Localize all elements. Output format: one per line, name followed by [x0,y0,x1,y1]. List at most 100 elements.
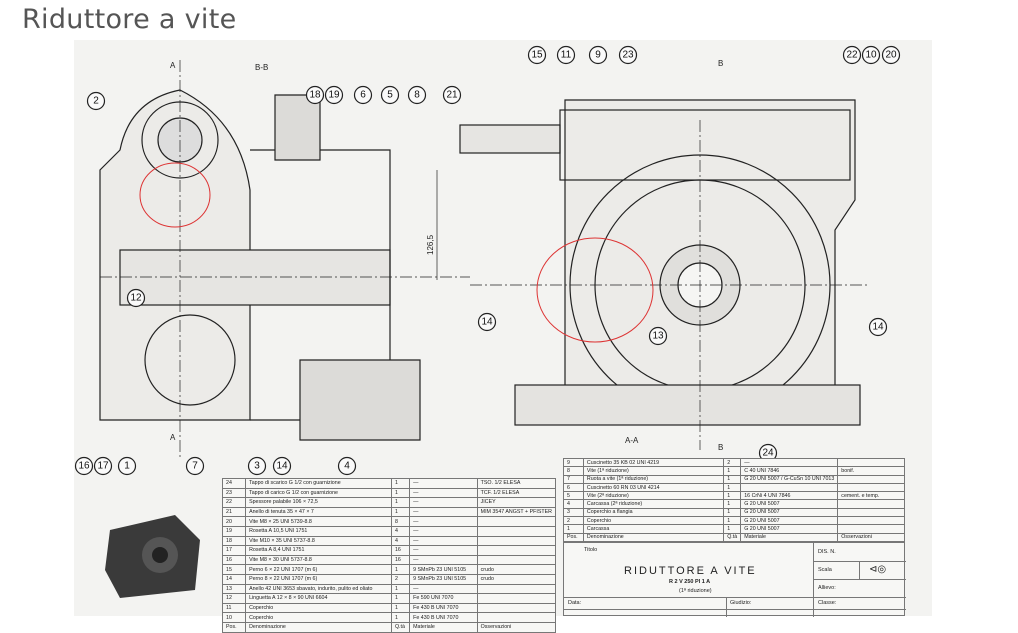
table-cell: 9 [563,457,584,468]
table-cell: crudo [476,564,557,575]
table-cell: 21 [221,506,247,518]
table-cell: Vite (1ª riduzione) [582,466,725,476]
table-cell: 6 [563,482,584,493]
table-cell: crudo [476,573,557,585]
table-cell: 1 [390,478,411,489]
label-a-top: A [170,61,176,70]
table-cell [837,524,905,534]
table-cell: Tappo di carico G 1/2 con guarnizione [245,487,392,499]
callout-balloon: 3 [247,456,267,476]
table-cell: Q.tà [390,621,411,633]
table-cell: 14 [221,573,247,585]
giudizio-label: Giudizio: [730,600,752,606]
table-cell: 1 [723,491,742,501]
table-cell: — [409,545,478,556]
callout-balloon: 2 [86,91,106,111]
section-aa-view [459,99,870,450]
table-cell: 2 [563,516,584,526]
allievo-label: Allievo: [818,585,836,591]
table-cell [476,612,557,623]
table-cell: 1 [723,524,742,534]
table-cell: — [409,583,478,595]
table-cell: Pos. [221,621,247,633]
drawing-subtitle: (1ª riduzione) [679,588,712,594]
callout-balloon: 19 [324,85,344,105]
table-cell: — [409,535,478,547]
callout-number: 6 [360,90,366,101]
table-cell: 1 [723,507,742,518]
table-cell: G 20 UNI 5007 [740,516,839,526]
table-cell: 8 [563,466,584,476]
callout-number: 20 [885,50,897,61]
table-cell: Rosetta A 8,4 UNI 1751 [245,545,392,556]
scala-label: Scala [818,567,832,573]
table-cell: 4 [390,525,411,537]
callout-number: 11 [561,50,572,61]
data-label: Data: [568,600,582,606]
title-block: Titolo RIDUTTORE A VITE R 2 V 250 PI 1 A… [563,542,906,617]
table-cell [740,482,839,493]
callout-number: 1 [124,461,130,472]
callout-number: 17 [97,461,109,472]
table-cell: 16 CrNi 4 UNI 7846 [740,491,839,501]
table-cell: Denominazione [582,532,725,542]
table-cell [476,583,557,595]
table-cell: Perno 8 × 22 UNI 1707 (m 6) [245,573,392,585]
table-cell: 15 [221,564,247,575]
table-cell [476,554,557,566]
table-cell: 20 [221,516,247,527]
table-cell [837,499,905,509]
callout-balloon: 10 [861,45,881,65]
table-cell: 17 [221,545,247,556]
table-cell [837,507,905,518]
table-cell: JICEY [476,497,557,508]
table-cell: 2 [390,573,411,585]
table-cell: Coperchio [245,612,392,623]
table-cell: Spessore palabile 106 × 72,5 [245,497,392,508]
callout-number: 23 [622,50,634,61]
table-cell: — [409,487,478,499]
callout-number: 24 [762,448,774,459]
projection-symbol-icon: ⊲◎ [869,564,887,575]
table-cell: Fe 590 UNI 7070 [409,593,478,604]
table-cell: — [409,525,478,537]
table-cell: Linguetta A 12 × 8 × 90 UNI 6604 [245,593,392,604]
table-cell: Vite M8 × 30 UNI 5737-8.8 [245,554,392,566]
table-cell: Materiale [409,621,478,633]
table-cell: G 20 UNI 5007 / G-CuSn 10 UNI 7013 [740,474,839,484]
table-cell: Osservazioni [476,621,557,633]
table-cell: Osservazioni [837,532,905,542]
table-cell [837,474,905,484]
table-cell: — [740,457,839,468]
callout-balloon: 1 [117,456,137,476]
table-cell: Vite M8 × 25 UNI 5739-8.8 [245,516,392,527]
table-cell: TCF. 1/2 ELESA [476,487,557,499]
label-aa: A-A [625,436,639,445]
table-cell: 7 [563,474,584,484]
table-cell: 1 [390,487,411,499]
table-cell: 19 [221,525,247,537]
callout-balloon: 14 [272,456,292,476]
callout-number: 5 [387,90,393,101]
table-cell: 16 [221,554,247,566]
table-cell [837,516,905,526]
callout-balloon: 13 [648,326,668,346]
callout-balloon: 16 [74,456,94,476]
callout-number: 14 [872,322,884,333]
table-cell: 11 [221,602,247,614]
table-cell: 4 [390,535,411,547]
table-cell [837,482,905,493]
table-cell: Anello di tenuta 35 × 47 × 7 [245,506,392,518]
callout-number: 12 [130,293,142,304]
